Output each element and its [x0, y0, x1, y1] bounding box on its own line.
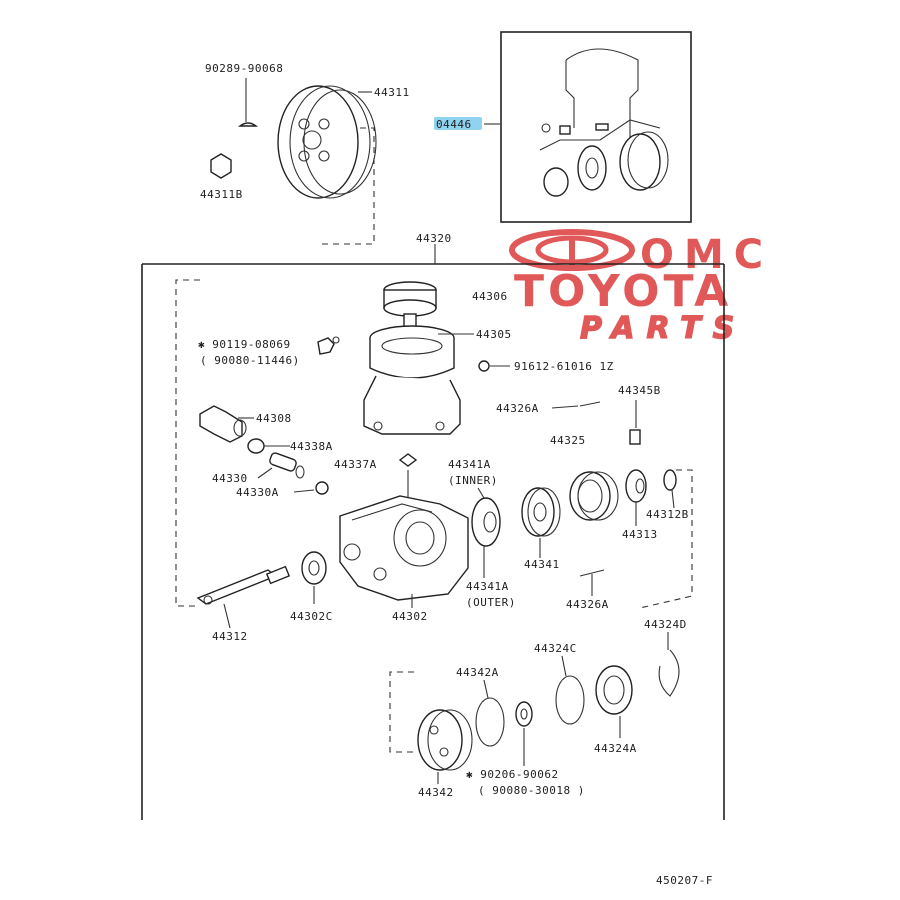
- cover-44342[interactable]: [417, 709, 473, 771]
- rotor-44341[interactable]: [521, 487, 561, 537]
- label-44326a-lower: 44326A: [566, 598, 609, 611]
- shaft-44312[interactable]: [196, 565, 291, 605]
- housing-44302[interactable]: [339, 470, 469, 601]
- label-inner: (INNER): [448, 474, 498, 487]
- cam-ring-44325[interactable]: [569, 471, 619, 521]
- label-90080: ( 90080-11446): [200, 354, 300, 367]
- label-44312b: 44312B: [646, 508, 689, 521]
- stud-44345b[interactable]: [629, 429, 641, 445]
- watermark-parts: PARTS: [580, 311, 746, 346]
- label-44345b: 44345B: [618, 384, 661, 397]
- figure-number: 450207-F: [656, 874, 713, 887]
- seal-44324a[interactable]: [595, 665, 633, 715]
- label-44341: 44341: [524, 558, 560, 571]
- seal-90206[interactable]: [515, 701, 533, 727]
- oring-44312b[interactable]: [663, 469, 677, 491]
- label-44306: 44306: [472, 290, 508, 303]
- label-44324c: 44324C: [534, 642, 577, 655]
- bolt-90119[interactable]: [317, 337, 335, 355]
- label-44341a: 44341A: [448, 458, 491, 471]
- label-90206: ✱ 90206-90062: [466, 768, 559, 781]
- snap-ring-44324d[interactable]: [658, 649, 680, 697]
- label-44305: 44305: [476, 328, 512, 341]
- label-44325: 44325: [550, 434, 586, 447]
- watermark-toyota: TOYOTA: [514, 266, 732, 317]
- valve-44330[interactable]: [269, 452, 305, 479]
- label-44324d: 44324D: [644, 618, 687, 631]
- woodruff-key-90289[interactable]: [237, 122, 259, 127]
- spring-44330a[interactable]: [315, 481, 329, 495]
- label-44324a: 44324A: [594, 742, 637, 755]
- reservoir-cap-44306[interactable]: [383, 281, 437, 331]
- bolt-91612[interactable]: [478, 360, 490, 372]
- watermark-logo: OMC TOYOTA PARTS: [509, 229, 773, 347]
- label-44313: 44313: [622, 528, 658, 541]
- label-44320: 44320: [416, 232, 452, 245]
- spring-44337a[interactable]: [398, 453, 418, 467]
- label-44342a: 44342A: [456, 666, 499, 679]
- label-44302: 44302: [392, 610, 428, 623]
- pulley-44311[interactable]: [277, 85, 359, 199]
- seal-44302c[interactable]: [301, 551, 327, 585]
- label-44311b: 44311B: [200, 188, 243, 201]
- label-44312: 44312: [212, 630, 248, 643]
- label-44341a-outer: 44341A: [466, 580, 509, 593]
- label-90119: ✱ 90119-08069: [198, 338, 291, 351]
- label-44337a: 44337A: [334, 458, 377, 471]
- label-04446[interactable]: 04446: [436, 118, 472, 131]
- reservoir-44305[interactable]: [363, 325, 461, 435]
- label-44308: 44308: [256, 412, 292, 425]
- plate-44313[interactable]: [625, 469, 647, 503]
- watermark-omc: OMC: [640, 232, 773, 278]
- label-44330a: 44330A: [236, 486, 279, 499]
- plate-44341a-inner[interactable]: [471, 497, 501, 547]
- ring-44324c[interactable]: [555, 675, 585, 725]
- label-44302c: 44302C: [290, 610, 333, 623]
- label-outer: (OUTER): [466, 596, 516, 609]
- label-90289: 90289-90068: [205, 62, 283, 75]
- pin-44326a-lower[interactable]: [579, 569, 605, 577]
- nut-44311b[interactable]: [210, 153, 232, 179]
- label-44326a: 44326A: [496, 402, 539, 415]
- oring-44342a[interactable]: [475, 697, 505, 747]
- label-44338a: 44338A: [290, 440, 333, 453]
- label-44342: 44342: [418, 786, 454, 799]
- oring-44338a[interactable]: [247, 438, 265, 454]
- label-44311: 44311: [374, 86, 410, 99]
- label-91612: 91612-61016 1Z: [514, 360, 614, 373]
- gasket-kit-box[interactable]: [500, 31, 692, 223]
- label-90080b: ( 90080-30018 ): [478, 784, 585, 797]
- union-44308[interactable]: [199, 405, 247, 443]
- pin-44326a[interactable]: [579, 401, 601, 407]
- label-44330: 44330: [212, 472, 248, 485]
- highlight-04446: [434, 117, 482, 130]
- pulley-group: [210, 78, 377, 245]
